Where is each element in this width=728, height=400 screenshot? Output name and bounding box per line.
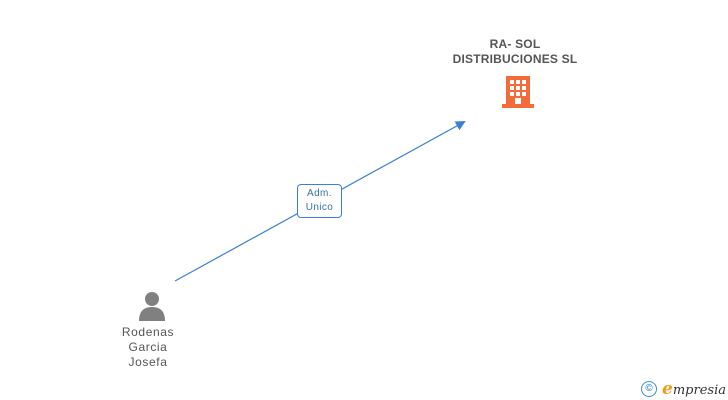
brand-logo: empresia (662, 379, 726, 399)
company-name-line1: RA- SOL (489, 37, 541, 51)
person-name[interactable]: Rodenas Garcia Josefa (100, 325, 196, 370)
person-icon[interactable] (136, 290, 168, 322)
role-label[interactable]: Adm. Unico (297, 184, 342, 218)
role-line1: Adm. (307, 188, 332, 199)
person-name-line2: Garcia (128, 340, 168, 354)
brand-text: mpresia (672, 383, 726, 398)
company-name[interactable]: RA- SOL DISTRIBUCIONES SL (430, 37, 600, 67)
person-name-line1: Rodenas (121, 325, 175, 339)
copyright-icon: © (641, 381, 658, 397)
brand-initial: e (662, 379, 673, 399)
footer-branding: © empresia (641, 379, 726, 399)
person-name-line3: Josefa (128, 355, 168, 369)
building-icon[interactable] (502, 74, 534, 108)
company-name-line2: DISTRIBUCIONES SL (452, 52, 578, 66)
role-line2: Unico (305, 202, 334, 213)
